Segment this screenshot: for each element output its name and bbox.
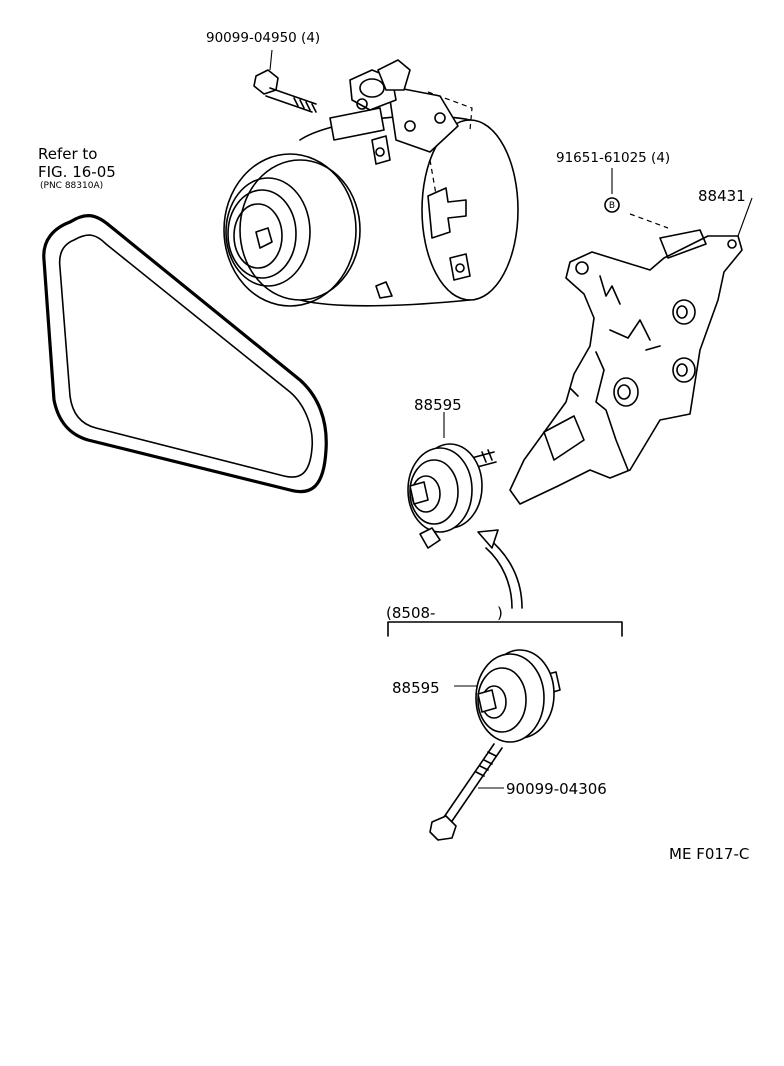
nut[interactable]: B	[604, 168, 669, 229]
idler-pulley-lower[interactable]	[454, 649, 561, 743]
label-nut: 91651-61025 (4)	[556, 150, 670, 166]
label-idler-lower: 88595	[392, 679, 440, 697]
label-figure-code: ME F017-C	[669, 845, 749, 863]
arrow-curved	[477, 529, 523, 609]
bolt-top[interactable]	[253, 49, 317, 113]
label-bracket: 88431	[698, 187, 746, 205]
label-refer-line1: Refer to	[38, 145, 97, 163]
range-bracket	[387, 621, 623, 637]
label-bolt-top: 90099-04950 (4)	[206, 30, 320, 46]
label-refer-line2: FIG. 16-05	[38, 163, 116, 181]
label-idler-upper: 88595	[414, 396, 462, 414]
idler-pulley-upper[interactable]	[407, 412, 497, 549]
compressor[interactable]	[223, 59, 519, 307]
label-bolt-lower: 90099-04306	[506, 780, 607, 798]
bracket[interactable]	[509, 197, 753, 505]
label-refer-line3: (PNC 88310A)	[40, 181, 103, 191]
bolt-lower[interactable]	[429, 743, 504, 841]
label-range-close: )	[497, 604, 503, 622]
drive-belt[interactable]	[42, 214, 328, 494]
nut-symbol: B	[609, 201, 615, 211]
label-range-open: (8508-	[386, 604, 435, 622]
